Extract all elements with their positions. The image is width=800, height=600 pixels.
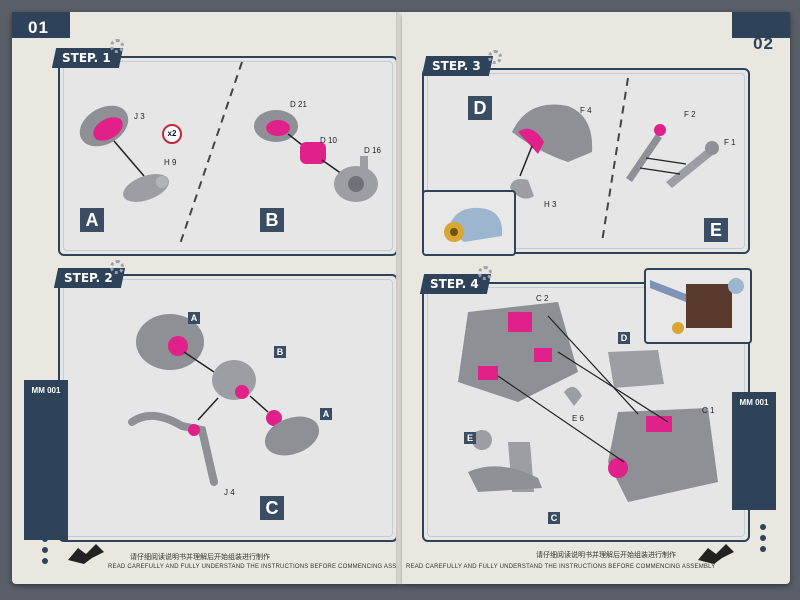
part-label-d16: D 16: [364, 146, 381, 155]
part-label-c1: C 1: [702, 406, 715, 415]
gear-icon: [110, 39, 124, 53]
part-label-f4: F 4: [580, 106, 592, 115]
right-page: 02 STEP. 3 D F 4 H 3 F 2 F 1 E STEP.: [402, 12, 790, 584]
part-label-j3: J 3: [134, 112, 145, 121]
step2-panel: [58, 274, 398, 542]
footer-dots-left: [42, 536, 48, 569]
step2-callout-a-top: A: [188, 312, 200, 324]
step1-divider: [179, 61, 243, 245]
step1-sub-a-badge: A: [80, 208, 104, 232]
step2-callout-b: B: [274, 346, 286, 358]
side-tab-left: MM 001: [24, 380, 68, 540]
part-label-c2: C 2: [536, 294, 549, 303]
part-label-h9: H 9: [164, 158, 177, 167]
page-number-right: 02: [753, 34, 774, 53]
step1-b-assembly: [254, 110, 378, 202]
step1-panel: [58, 56, 398, 256]
page-number-left: 01: [28, 18, 49, 37]
step4-callout-c: C: [548, 512, 560, 524]
part-label-f2: F 2: [684, 110, 696, 119]
footer-en-right: READ CAREFULLY AND FULLY UNDERSTAND THE …: [406, 564, 716, 570]
step3-e-assembly: [626, 124, 719, 188]
part-label-d21: D 21: [290, 100, 307, 109]
left-page: 01 STEP. 1 J 3 H 9 x2 A D 21 D 10 D 16 B…: [12, 12, 417, 584]
gear-icon: [478, 266, 492, 280]
step3-sub-d-badge: D: [468, 96, 492, 120]
gear-icon: [488, 50, 502, 64]
corner-tab-left: [12, 12, 70, 38]
step1-sub-b-badge: B: [260, 208, 284, 232]
dragon-logo-icon: [68, 544, 104, 564]
step4-reference-photo: [644, 268, 752, 344]
part-label-d10: D 10: [320, 136, 337, 145]
book-spine: [396, 12, 406, 584]
step3-d-assembly: [510, 104, 593, 199]
step2-callout-a-right: A: [320, 408, 332, 420]
part-label-f1: F 1: [724, 138, 736, 147]
quantity-badge: x2: [162, 124, 182, 144]
step2-assembly: [128, 314, 320, 486]
footer-cn-left: 请仔细阅读说明书并理解后开始组装进行制作: [130, 554, 270, 561]
footer-en-left: READ CAREFULLY AND FULLY UNDERSTAND THE …: [108, 564, 418, 570]
step4-assembly: [458, 302, 718, 502]
gear-icon: [110, 260, 124, 274]
step4-callout-d: D: [618, 332, 630, 344]
step1-a-assembly: [79, 105, 169, 202]
dragon-logo-icon: [698, 544, 734, 564]
part-label-e6: E 6: [572, 414, 585, 423]
footer-cn-right: 请仔细阅读说明书并理解后开始组装进行制作: [536, 552, 676, 559]
side-tab-right: MM 001: [732, 392, 776, 510]
corner-tab-right: [732, 12, 790, 38]
part-label-h3: H 3: [544, 200, 557, 209]
step2-sub-c-badge: C: [260, 496, 284, 520]
step3-reference-photo: [422, 190, 516, 256]
footer-dots-right: [760, 524, 766, 557]
part-label-j4: J 4: [224, 488, 235, 497]
step3-sub-e-badge: E: [704, 218, 728, 242]
step4-callout-e: E: [464, 432, 476, 444]
